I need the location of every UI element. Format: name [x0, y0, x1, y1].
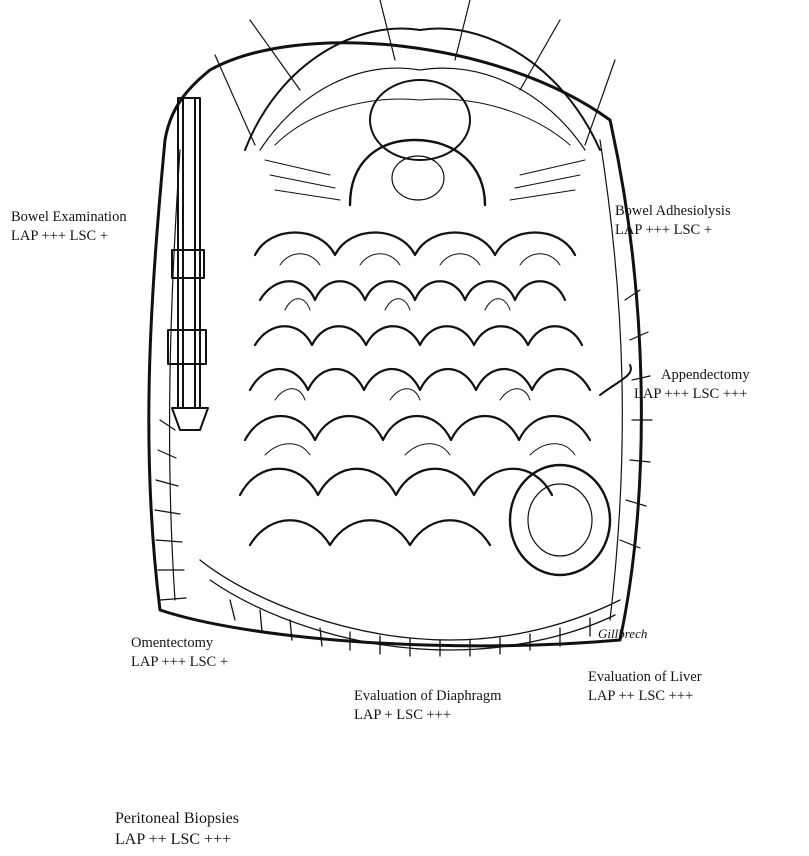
label-evaluation-of-liver: Evaluation of Liver LAP ++ LSC +++ — [588, 668, 702, 706]
label-bowel-adhesiolysis: Bowel Adhesiolysis LAP +++ LSC + — [615, 202, 731, 240]
label-rating: LAP + LSC +++ — [354, 706, 501, 725]
label-bowel-examination: Bowel Examination LAP +++ LSC + — [11, 208, 127, 246]
label-rating: LAP +++ LSC + — [11, 227, 127, 246]
label-title: Evaluation of Diaphragm — [354, 687, 501, 706]
label-title: Peritoneal Biopsies — [115, 808, 239, 829]
label-evaluation-of-diaphragm: Evaluation of Diaphragm LAP + LSC +++ — [354, 687, 501, 725]
liver — [370, 80, 470, 160]
label-rating: LAP +++ LSC + — [615, 221, 731, 240]
rib-cage — [245, 29, 600, 151]
label-rating: LAP ++ LSC +++ — [588, 687, 702, 706]
label-title: Evaluation of Liver — [588, 668, 702, 687]
label-rating: LAP ++ LSC +++ — [115, 829, 239, 850]
stomach — [350, 140, 485, 205]
cecum — [510, 465, 610, 575]
appendix — [600, 365, 631, 395]
label-title: Omentectomy — [131, 634, 228, 653]
label-peritoneal-biopsies: Peritoneal Biopsies LAP ++ LSC +++ — [115, 808, 239, 850]
label-title: Bowel Adhesiolysis — [615, 202, 731, 221]
label-omentectomy: Omentectomy LAP +++ LSC + — [131, 634, 228, 672]
label-rating: LAP +++ LSC + — [131, 653, 228, 672]
label-appendectomy: Appendectomy LAP +++ LSC +++ — [634, 366, 750, 404]
label-title: Appendectomy — [634, 366, 750, 385]
artist-signature: Gillbrech — [598, 626, 647, 641]
label-title: Bowel Examination — [11, 208, 127, 227]
label-rating: LAP +++ LSC +++ — [634, 385, 750, 404]
